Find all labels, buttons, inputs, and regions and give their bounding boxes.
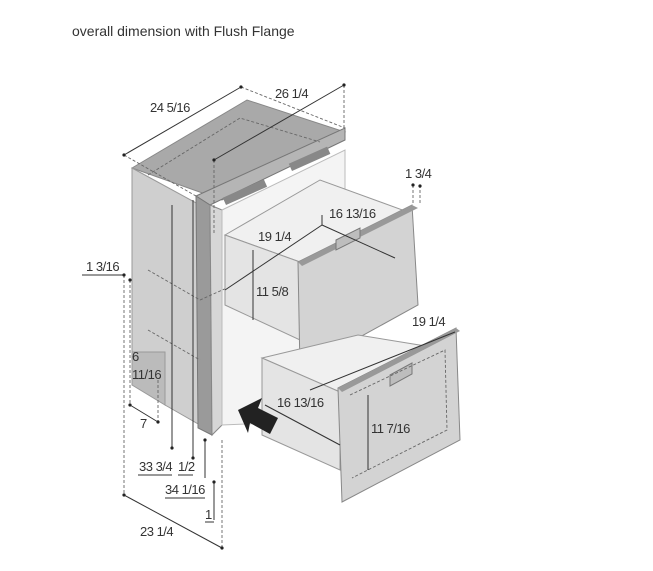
label-depth-overall: 24 5/16 xyxy=(150,100,190,115)
label-drawer2-depth: 19 1/4 xyxy=(412,314,445,329)
label-flange-thickness: 1 xyxy=(205,507,212,522)
dimension-labels: 24 5/16 26 1/4 1 3/4 16 13/16 19 1/4 11 … xyxy=(86,86,446,539)
label-drawer1-width: 16 13/16 xyxy=(329,206,376,221)
label-cutout-depth: 7 xyxy=(140,416,147,431)
label-drawer2-width: 16 13/16 xyxy=(277,395,324,410)
label-cutout-height-b: 11/16 xyxy=(132,367,161,382)
top-drawer[interactable] xyxy=(223,179,419,371)
label-height-overall: 34 1/16 xyxy=(165,482,205,497)
bottom-drawer-handle[interactable] xyxy=(389,362,413,387)
label-drawer1-height: 11 5/8 xyxy=(256,284,288,299)
cabinet-cutout xyxy=(131,351,166,406)
insert-arrow-icon xyxy=(238,398,278,434)
bottom-drawer-front-edge xyxy=(338,328,460,392)
dimension-lines xyxy=(82,84,456,549)
label-width-top: 26 1/4 xyxy=(275,86,308,101)
label-drawer1-depth: 19 1/4 xyxy=(258,229,291,244)
dimension-endpoints xyxy=(122,83,422,550)
label-depth-body: 23 1/4 xyxy=(140,524,173,539)
label-cutout-height-a: 6 xyxy=(132,349,139,364)
vent-grille-right xyxy=(288,146,331,171)
flange-inner-left xyxy=(209,204,223,437)
label-drawer2-height: 11 7/16 xyxy=(371,421,410,436)
top-drawer-handle[interactable] xyxy=(335,227,361,251)
label-flange-depth-top: 1 3/4 xyxy=(405,166,432,181)
bottom-drawer[interactable] xyxy=(260,327,461,503)
vent-grille-left xyxy=(222,179,268,205)
label-flange-half: 1/2 xyxy=(178,459,195,474)
label-side-offset: 1 3/16 xyxy=(86,259,119,274)
flange-left xyxy=(195,195,213,436)
label-height-body: 33 3/4 xyxy=(139,459,172,474)
diagram-title: overall dimension with Flush Flange xyxy=(72,23,295,39)
